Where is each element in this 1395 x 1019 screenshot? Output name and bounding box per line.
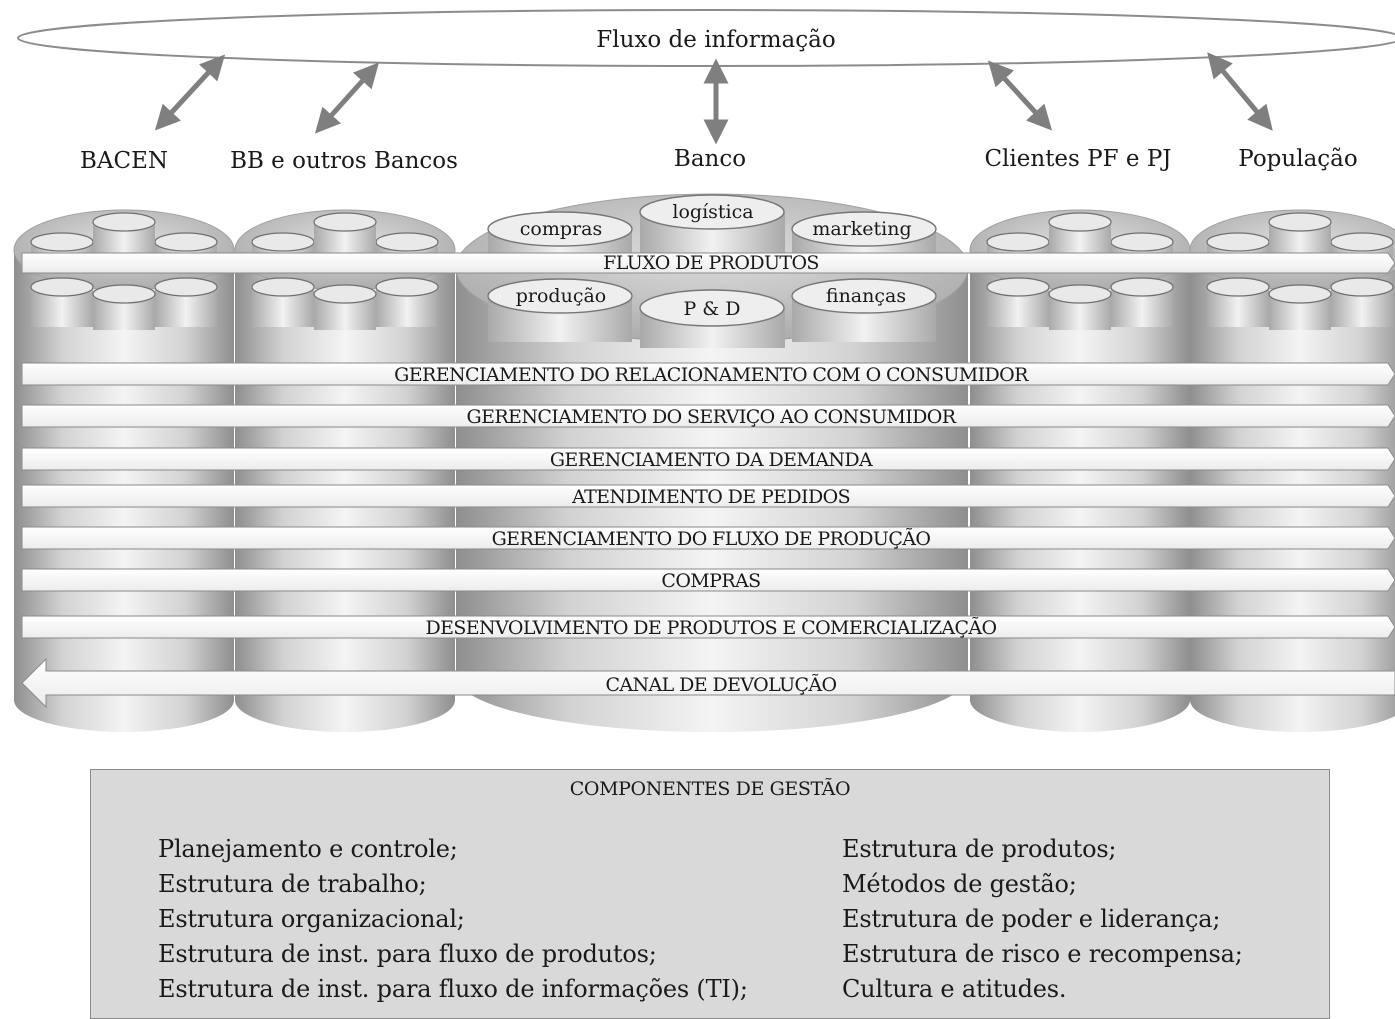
cylinder-populacao [1189, 209, 1395, 732]
process-arrow [21, 484, 1395, 508]
process-bar: GERENCIAMENTO DO FLUXO DE PRODUÇÃO [21, 526, 1395, 550]
process-arrow [21, 252, 1395, 274]
entity-label-bacen: BACEN [80, 148, 168, 174]
entity-labels: BACEN BB e outros Bancos Banco Clientes … [80, 146, 1358, 174]
mini-cylinder-top [375, 277, 439, 297]
process-arrow [21, 362, 1395, 386]
management-component: Estrutura de inst. para fluxo de informa… [158, 975, 748, 1003]
double-arrow-bacen [154, 54, 226, 131]
process-bar: COMPRAS [21, 568, 1395, 592]
management-component: Estrutura de poder e liderança; [842, 905, 1221, 933]
mini-cylinder-top [30, 232, 94, 252]
management-components-box: COMPONENTES DE GESTÃO Planejamento e con… [90, 769, 1330, 1019]
management-component: Estrutura de produtos; [842, 835, 1117, 863]
entity-label-bb: BB e outros Bancos [230, 148, 458, 174]
return-channel-bar: CANAL DE DEVOLUÇÃO [21, 657, 1395, 709]
mini-cylinder-top [1268, 284, 1332, 304]
mini-cylinder-top [1206, 232, 1270, 252]
mini-cylinder-top [1268, 212, 1332, 232]
process-arrow [21, 447, 1395, 471]
mini-cylinder-top [1206, 277, 1270, 297]
department-compras: compras [487, 211, 633, 259]
double-arrow-bb [314, 62, 380, 134]
process-label: GERENCIAMENTO DO FLUXO DE PRODUÇÃO [492, 528, 931, 550]
mini-cylinder-top [154, 277, 218, 297]
management-components-left: Planejamento e controle; Estrutura de tr… [158, 832, 748, 1007]
mini-cylinder-top [92, 212, 156, 232]
info-flow-label: Fluxo de informação [596, 27, 835, 53]
management-component: Métodos de gestão; [842, 870, 1077, 898]
info-exchange-arrows [154, 52, 1273, 145]
mini-cylinder-top [1048, 284, 1112, 304]
management-components-right: Estrutura de produtos; Métodos de gestão… [842, 832, 1243, 1007]
process-arrow [21, 615, 1395, 639]
entity-label-banco: Banco [674, 146, 746, 172]
entity-label-clientes: Clientes PF e PJ [984, 146, 1171, 172]
cylinder-bacen [13, 209, 235, 732]
mini-cylinder-top [1110, 277, 1174, 297]
process-label: GERENCIAMENTO DO RELACIONAMENTO COM O CO… [394, 364, 1029, 386]
mini-cylinder-top [375, 232, 439, 252]
process-arrow [21, 526, 1395, 550]
management-component: Estrutura de risco e recompensa; [842, 940, 1243, 968]
mini-cylinder-top [1110, 232, 1174, 252]
department-label-financas: finanças [826, 285, 906, 307]
info-flow: Fluxo de informação [17, 9, 1395, 67]
process-arrow [21, 568, 1395, 592]
department-label-producao: produção [516, 285, 607, 307]
mini-cylinder-top [30, 277, 94, 297]
process-bars: FLUXO DE PRODUTOS GERENCIAMENTO DO RELACI… [21, 252, 1395, 709]
management-component: Estrutura de trabalho; [158, 870, 427, 898]
process-label: GERENCIAMENTO DA DEMANDA [550, 449, 873, 471]
process-label: FLUXO DE PRODUTOS [603, 252, 819, 274]
department-producao: produção [487, 278, 633, 342]
department-pd: P & D [639, 289, 785, 348]
mini-cylinder-top [313, 212, 377, 232]
process-bar: ATENDIMENTO DE PEDIDOS [21, 484, 1395, 508]
mini-cylinder-top [251, 277, 315, 297]
department-logistica: logística [639, 194, 785, 256]
return-channel-label: CANAL DE DEVOLUÇÃO [605, 674, 836, 696]
management-component: Estrutura de inst. para fluxo de produto… [158, 940, 657, 968]
process-bar: GERENCIAMENTO DO SERVIÇO AO CONSUMIDOR [21, 404, 1395, 428]
mini-cylinder-top [1330, 232, 1394, 252]
cylinder-bb [234, 209, 456, 732]
mini-cylinder-top [251, 232, 315, 252]
mini-cylinder-top [986, 232, 1050, 252]
department-label-compras: compras [520, 218, 602, 240]
management-component: Estrutura organizacional; [158, 905, 465, 933]
mini-cylinder-top [92, 284, 156, 304]
mini-cylinder-top [986, 277, 1050, 297]
process-arrow [21, 404, 1395, 428]
double-arrow-clientes [987, 60, 1053, 131]
mini-cylinder-top [313, 284, 377, 304]
department-label-logistica: logística [672, 201, 753, 223]
process-label: COMPRAS [661, 570, 760, 592]
department-label-marketing: marketing [812, 218, 911, 240]
mini-cylinder-top [1048, 212, 1112, 232]
mini-cylinder-top [1330, 277, 1394, 297]
return-channel-arrow [21, 657, 1395, 709]
management-component: Planejamento e controle; [158, 835, 458, 863]
process-bar: DESENVOLVIMENTO DE PRODUTOS E COMERCIALI… [21, 615, 1395, 639]
process-label: ATENDIMENTO DE PEDIDOS [571, 486, 850, 508]
management-component: Cultura e atitudes. [842, 975, 1067, 1003]
process-label: DESENVOLVIMENTO DE PRODUTOS E COMERCIALI… [425, 617, 996, 639]
mini-cylinder-top [154, 232, 218, 252]
cylinder-clientes [969, 209, 1191, 732]
entity-label-populacao: População [1238, 146, 1357, 172]
department-label-pd: P & D [683, 298, 740, 320]
department-financas: finanças [791, 278, 937, 342]
process-bar: GERENCIAMENTO DA DEMANDA [21, 447, 1395, 471]
process-label: GERENCIAMENTO DO SERVIÇO AO CONSUMIDOR [467, 406, 957, 428]
management-components-title: COMPONENTES DE GESTÃO [569, 778, 851, 800]
product-flow-bar: FLUXO DE PRODUTOS [21, 252, 1395, 274]
process-bar: GERENCIAMENTO DO RELACIONAMENTO COM O CO… [21, 362, 1395, 386]
double-arrow-populacao [1207, 52, 1273, 131]
